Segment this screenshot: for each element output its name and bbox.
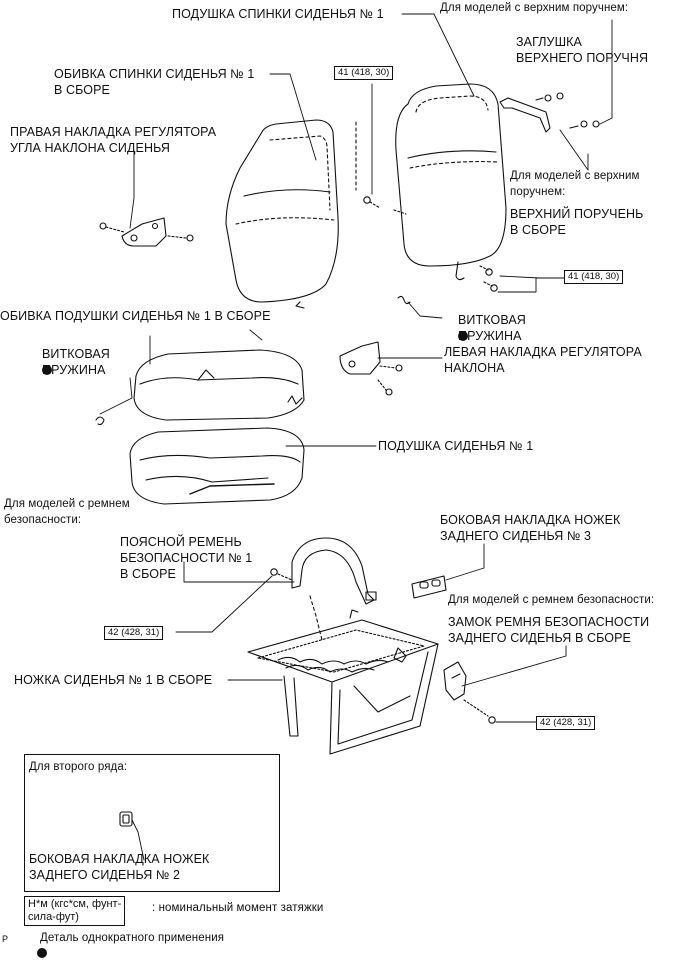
label-seatback-cover: ОБИВКА СПИНКИ СИДЕНЬЯ № 1 В СБОРЕ xyxy=(54,67,255,97)
torque-box-armrest: 41 (418, 30) xyxy=(564,270,624,284)
diagram-drawing xyxy=(95,13,613,861)
coil-spring-left-text: ВИТКОВАЯ ПРУЖИНА xyxy=(42,347,110,377)
torque-box-upper: 41 (418, 30) xyxy=(334,66,394,80)
label-upper-armrest-cap: ЗАГЛУШКА ВЕРХНЕГО ПОРУЧНЯ xyxy=(516,35,649,65)
label-rear-buckle: ЗАМОК РЕМНЯ БЕЗОПАСНОСТИ ЗАДНЕГО СИДЕНЬЯ… xyxy=(448,615,650,645)
label-upper-armrest-assy: ВЕРХНИЙ ПОРУЧЕНЬ В СБОРЕ xyxy=(510,207,644,237)
upper-armrest-drawing xyxy=(499,92,600,133)
seatback-cover-drawing xyxy=(225,119,339,309)
legend-unit-box: Н*м (кгс*см, фунт- сила-фут) xyxy=(24,896,126,926)
one-time-use-dot-icon xyxy=(42,365,53,375)
seat-leg-frame-drawing xyxy=(247,609,439,755)
right-recliner-cover-drawing xyxy=(99,217,194,247)
legend-unit-text: : номинальный момент затяжки xyxy=(152,902,324,914)
label-coil-spring-right: ВИТКОВАЯ ПРУЖИНА xyxy=(444,312,526,360)
inset-part-drawing xyxy=(119,811,133,827)
coil-spring-left-drawing xyxy=(95,416,105,426)
coil-spring-right-text: ВИТКОВАЯ ПРУЖИНА xyxy=(458,313,526,343)
label-seat-cushion-cover: ОБИВКА ПОДУШКИ СИДЕНЬЯ № 1 В СБОРЕ xyxy=(0,309,271,323)
label-rear-leg-side-cover-2: БОКОВАЯ НАКЛАДКА НОЖЕК ЗАДНЕГО СИДЕНЬЯ №… xyxy=(29,852,210,882)
label-coil-spring-left: ВИТКОВАЯ ПРУЖИНА xyxy=(28,346,110,394)
legend-dot-text: Деталь однократного применения xyxy=(40,932,225,944)
seat-cushion-drawing xyxy=(129,427,305,505)
label-seatback-cushion: ПОДУШКА СПИНКИ СИДЕНЬЯ № 1 xyxy=(172,7,384,21)
seat-cushion-cover-drawing xyxy=(133,349,305,421)
label-lap-belt: ПОЯСНОЙ РЕМЕНЬ БЕЗОПАСНОСТИ № 1 В СБОРЕ xyxy=(120,535,253,581)
seatback-bolts-drawing xyxy=(355,121,498,292)
second-row-inset: Для второго ряда: БОКОВАЯ НАКЛАДКА НОЖЕК… xyxy=(24,754,280,892)
torque-box-buckle: 42 (428, 31) xyxy=(536,716,596,730)
leader-lines xyxy=(99,13,613,861)
label-seat-cushion: ПОДУШКА СИДЕНЬЯ № 1 xyxy=(378,439,534,453)
legend-prefix: P xyxy=(2,934,9,944)
one-time-use-dot-icon xyxy=(458,331,469,341)
label-left-recliner-cover: ЛЕВАЯ НАКЛАДКА РЕГУЛЯТОРА НАКЛОНА xyxy=(444,345,642,375)
torque-box-belt: 42 (428, 31) xyxy=(104,626,164,640)
seatback-cushion-drawing xyxy=(395,83,507,281)
label-seatbelt-models-1: Для моделей с ремнем безопасности: xyxy=(4,498,130,526)
label-seat-leg: НОЖКА СИДЕНЬЯ № 1 В СБОРЕ xyxy=(14,673,213,687)
label-rear-leg-side-cover-3: БОКОВАЯ НАКЛАДКА НОЖЕК ЗАДНЕГО СИДЕНЬЯ №… xyxy=(440,513,621,543)
label-seatbelt-models-2: Для моделей с ремнем безопасности: xyxy=(448,594,655,606)
label-upper-armrest-models-2: Для моделей с верхним поручнем: xyxy=(510,170,640,198)
coil-spring-right-drawing xyxy=(397,295,411,305)
side-cover-3-drawing xyxy=(411,575,447,599)
rear-buckle-drawing xyxy=(443,661,496,724)
label-right-recliner-cover: ПРАВАЯ НАКЛАДКА РЕГУЛЯТОРА УГЛА НАКЛОНА … xyxy=(10,125,217,155)
left-recliner-cover-drawing xyxy=(339,341,403,396)
legend-dot-row: Деталь однократного применения xyxy=(24,930,224,978)
label-upper-armrest-models-1: Для моделей с верхним поручнем: xyxy=(440,2,629,14)
exploded-diagram: ПОДУШКА СПИНКИ СИДЕНЬЯ № 1 Для моделей с… xyxy=(0,2,655,958)
one-time-use-dot-icon xyxy=(37,948,48,958)
label-second-row: Для второго ряда: xyxy=(29,761,128,773)
lap-belt-drawing xyxy=(270,537,377,641)
